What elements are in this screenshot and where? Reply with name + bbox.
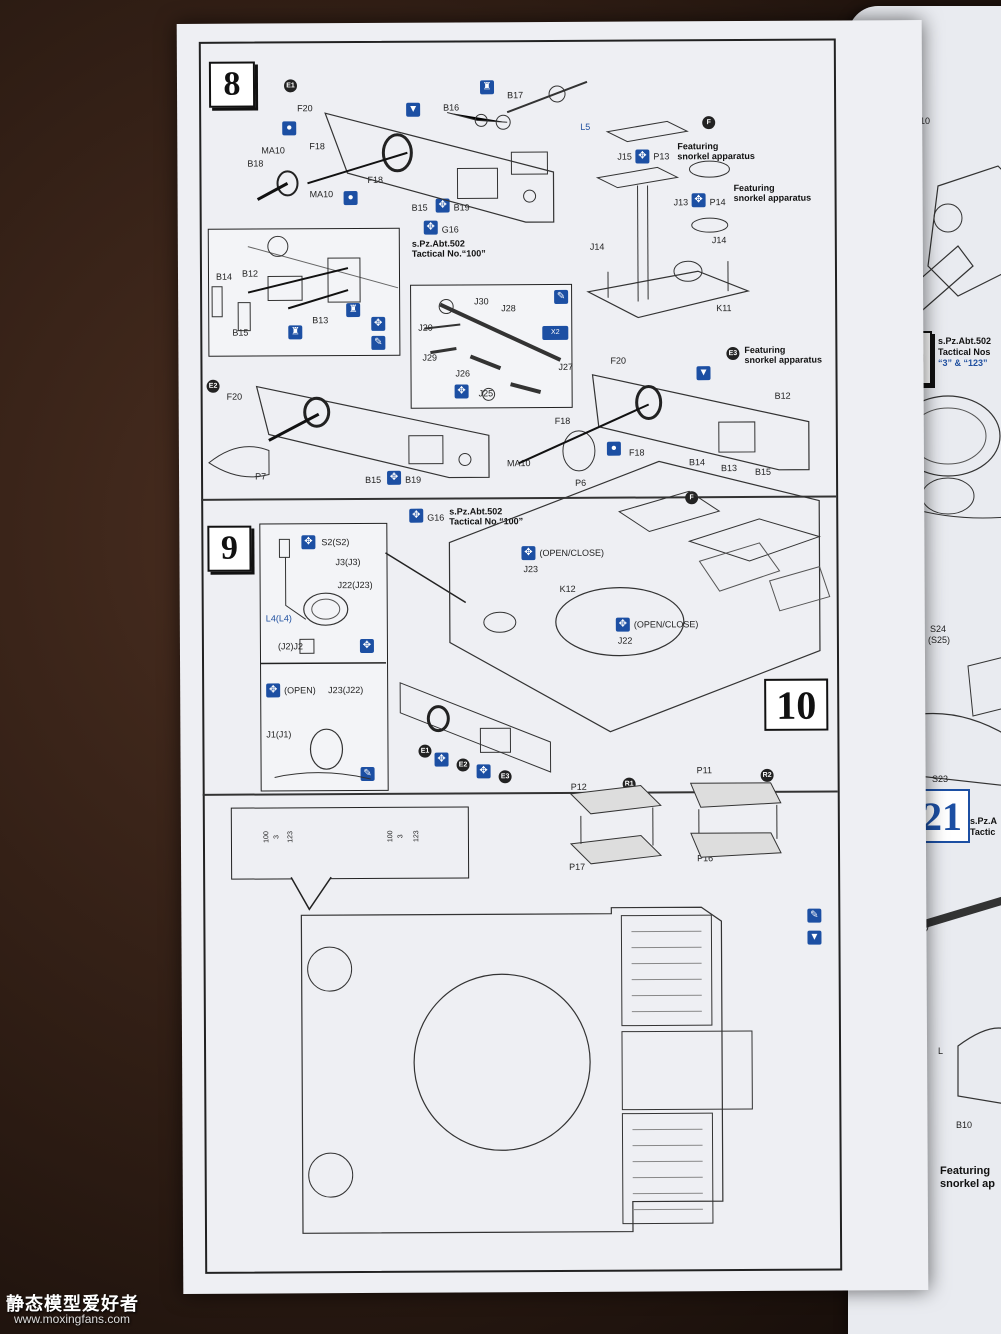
- label-s24: S24: [930, 624, 947, 634]
- label-s23: S23: [932, 774, 949, 784]
- step-10-box: 10: [764, 678, 829, 731]
- inset-left-drawing: [211, 235, 399, 332]
- marking-detail-box: [230, 806, 470, 880]
- label-nos: “3” & “123”: [938, 358, 988, 368]
- badge-r2: R2: [760, 768, 774, 782]
- hull-plate-e3-drawing: [518, 374, 810, 472]
- instruction-page: 8 E1 F20 B16 ♜ B17 L5 ▼ ● MA10 F18 B18 M…: [176, 20, 929, 1294]
- badge-e1-10: E1: [418, 744, 432, 758]
- deck-plate-drawing: [300, 906, 753, 1234]
- watermark-url: www.moxingfans.com: [14, 1312, 131, 1326]
- label-f20-e3: F20: [610, 355, 626, 366]
- step-9-box: 9: [207, 525, 252, 572]
- watermark-logo: 静态模型爱好者: [6, 1294, 139, 1314]
- marking-num-a1: 100: [263, 831, 271, 843]
- featuring-callout-e3: Featuring snorkel apparatus: [744, 345, 822, 365]
- label-featuring-r: Featuring: [940, 1165, 991, 1177]
- marking-num-b2: 3: [397, 834, 405, 839]
- label-spzabt-a: s.Pz.Abt.502: [938, 336, 992, 346]
- marking-num-a3: 123: [287, 831, 295, 843]
- option-icon-14: ✥: [434, 752, 449, 767]
- badge-e3: E3: [726, 347, 740, 361]
- grilles-drawing: [569, 782, 782, 865]
- drill-icon-3: ▼: [807, 930, 822, 945]
- label-b10: B10: [956, 1120, 973, 1130]
- badge-e3-10: E3: [498, 770, 512, 784]
- marking-num-b1: 100: [387, 830, 395, 843]
- inset-9-pointer: [385, 552, 467, 604]
- hatch-drawing: [274, 538, 371, 780]
- label-s25: (S25): [928, 635, 951, 645]
- hatch-inset-divider: [260, 662, 387, 665]
- label-tactical-b: Tactic: [970, 827, 996, 837]
- option-icon-15: ✥: [476, 764, 491, 779]
- featuring-e3b: snorkel apparatus: [744, 354, 823, 365]
- label-l: L: [938, 1046, 944, 1056]
- featuring-e3a: Featuring: [744, 344, 786, 355]
- callout-pointer: [290, 876, 332, 911]
- label-p6: P6: [575, 477, 587, 488]
- glue-icon-5: ✎: [807, 908, 822, 923]
- hull-plate-e1-drawing: [256, 80, 588, 223]
- snorkel-drawing: [586, 120, 751, 319]
- mg-drawing: [424, 299, 562, 401]
- label-tactical-a: Tactical Nos: [938, 347, 991, 357]
- label-spzabt-b: s.Pz.A: [970, 816, 998, 826]
- label-p11: P11: [696, 765, 712, 776]
- marking-num-a2: 3: [273, 834, 281, 839]
- upper-hull-drawing: [399, 460, 831, 773]
- label-snorkel-r: snorkel ap: [940, 1178, 996, 1190]
- hull-plate-e2-drawing: [208, 385, 490, 479]
- step-8-box: 8: [208, 61, 256, 108]
- badge-e2-10: E2: [456, 758, 470, 772]
- marking-num-b3: 123: [413, 830, 421, 843]
